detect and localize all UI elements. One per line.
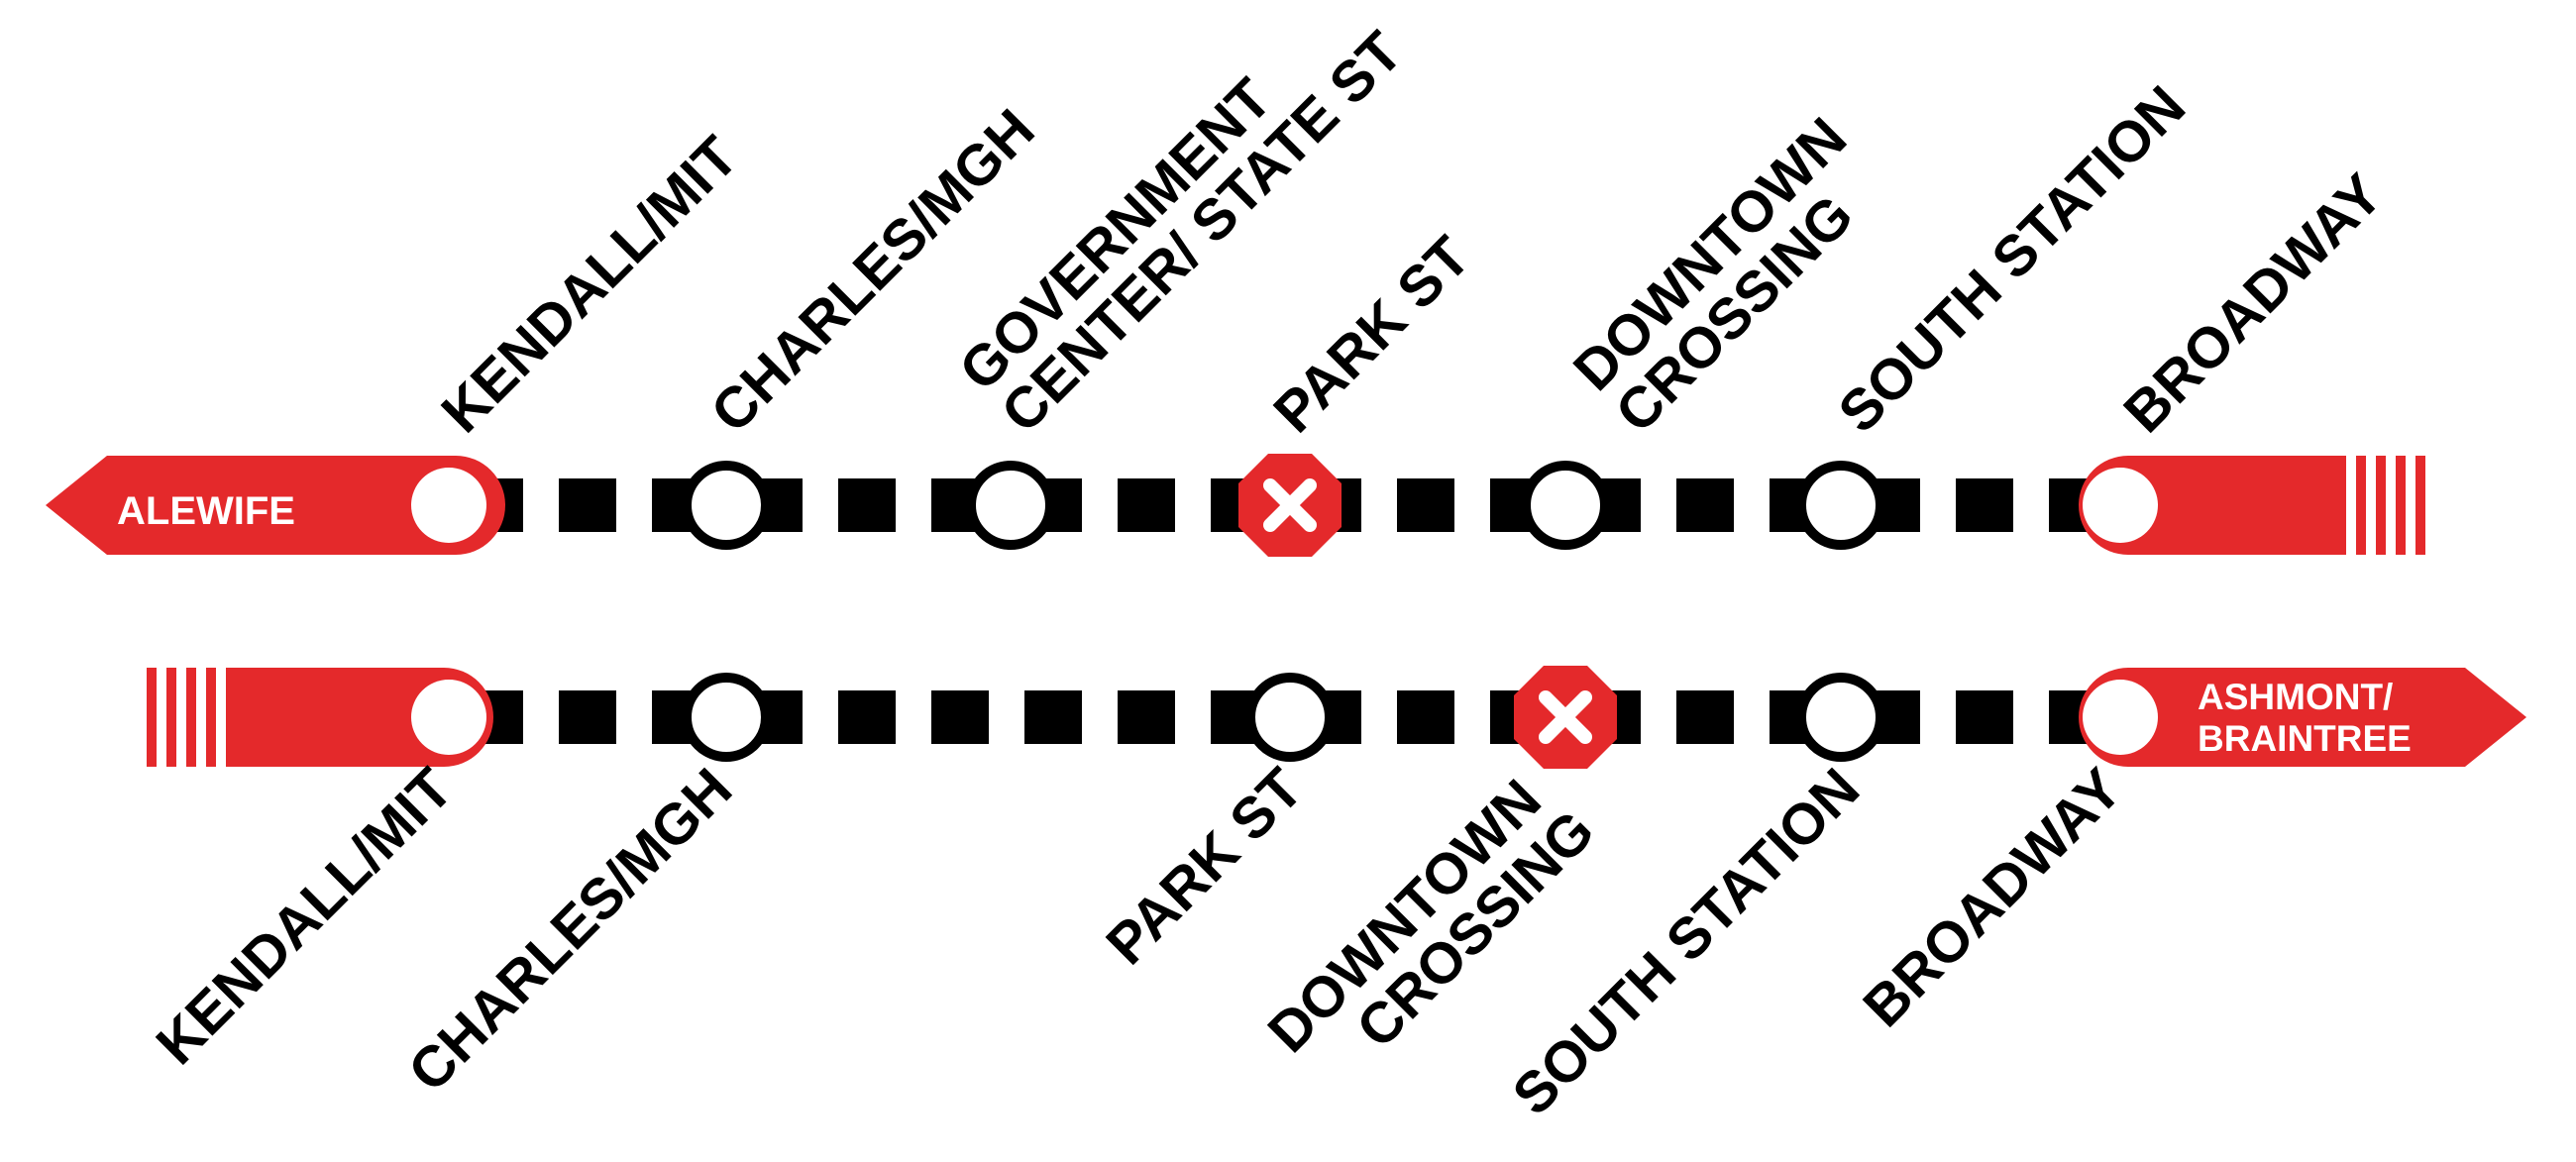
circle-icon (1245, 673, 1335, 762)
circle-icon (966, 461, 1055, 550)
end-stripe (206, 668, 216, 767)
alewife-terminus-arrow (46, 456, 505, 555)
end-stripe (166, 668, 176, 767)
bottom-line: ASHMONT/ BRAINTREE KENDALL/MIT CHARLES/M… (144, 666, 2526, 1127)
end-stripe (2356, 456, 2366, 555)
circle-icon (1796, 461, 1885, 550)
station-label-broadway: BROADWAY (2111, 161, 2395, 445)
station-label-park-st: PARK ST (1094, 756, 1315, 977)
end-stripe (147, 668, 157, 767)
station-label-broadway: BROADWAY (1851, 756, 2134, 1039)
circle-icon (1521, 461, 1610, 550)
x-octagon-icon (1238, 454, 1342, 557)
end-stripe (2396, 456, 2406, 555)
circle-icon (1796, 673, 1885, 762)
white-dot-icon (411, 468, 486, 543)
ashmont-braintree-terminus-arrow (2079, 668, 2526, 767)
ashmont-braintree-terminus-label: ASHMONT/ BRAINTREE (2198, 677, 2412, 759)
end-stripe (2415, 456, 2425, 555)
white-dot-icon (411, 680, 486, 755)
terminus-line1: ASHMONT/ (2198, 677, 2393, 717)
white-dot-icon (2083, 680, 2158, 755)
station-label-park-st: PARK ST (1261, 224, 1482, 445)
circle-icon (682, 673, 771, 762)
station-label-kendall-mit: KENDALL/MIT (144, 756, 465, 1077)
top-line: ALEWIFE KENDALL/MIT CHARLES/MGH GOVERNME… (46, 20, 2425, 557)
end-stripe (2376, 456, 2386, 555)
circle-icon (682, 461, 771, 550)
alewife-terminus-label: ALEWIFE (117, 489, 295, 533)
end-stripe (186, 668, 196, 767)
white-dot-icon (2083, 468, 2158, 543)
terminus-line2: BRAINTREE (2198, 718, 2412, 759)
x-octagon-icon (1514, 666, 1617, 769)
